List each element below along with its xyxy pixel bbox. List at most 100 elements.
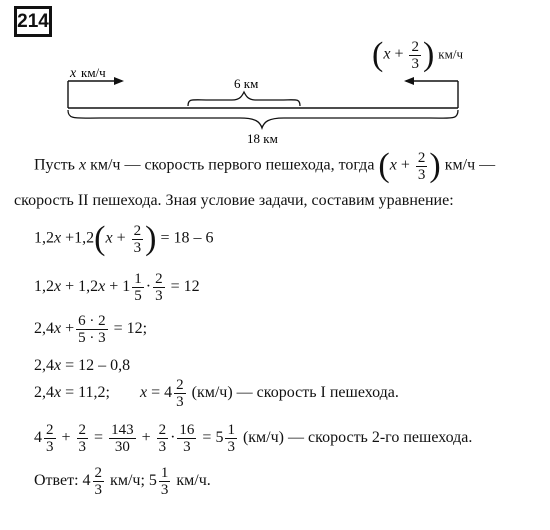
equals: =: [94, 429, 104, 447]
numerator: 2: [156, 422, 169, 439]
denominator: 3: [78, 439, 87, 455]
plus: +: [116, 229, 126, 247]
numerator: 1: [132, 271, 144, 288]
numerator: 2: [415, 149, 428, 167]
dot: ·: [145, 278, 152, 296]
numerator: 6 · 2: [76, 313, 108, 330]
numerator: 2: [92, 465, 105, 482]
var: x: [389, 156, 397, 174]
num: 1,2: [34, 229, 54, 247]
num: 4: [34, 429, 42, 447]
paren-open: (: [372, 36, 384, 73]
rhs: = 18 – 6: [160, 229, 214, 247]
paren-close: ): [145, 220, 157, 257]
rhs: = 12: [170, 278, 200, 296]
unit: км/ч.: [176, 472, 211, 490]
numerator: 2: [44, 422, 56, 439]
denominator: 3: [158, 439, 167, 455]
total-label: 18 км: [247, 131, 278, 146]
unit: км/ч: [438, 46, 463, 62]
right-arrow: [404, 77, 459, 108]
var: x: [78, 156, 87, 174]
numerator: 2: [409, 38, 421, 56]
text-line-2: скорость II пешехода. Зная условие задач…: [14, 192, 454, 209]
denominator: 3: [417, 166, 426, 183]
denominator: 3: [94, 482, 103, 498]
text: км/ч —: [444, 156, 496, 174]
numerator: 2: [174, 377, 186, 394]
denominator: 30: [114, 439, 130, 455]
var: x: [98, 278, 106, 296]
text-line-1: Пусть x км/ч — скорость первого пешехода…: [34, 149, 495, 183]
num: 2,4: [34, 384, 54, 402]
num: 1,2: [34, 278, 54, 296]
total-brace: [67, 109, 459, 131]
num: + 1: [109, 278, 131, 296]
var: x: [105, 229, 113, 247]
tail-text: (км/ч) — скорость 2-го пешехода.: [242, 429, 473, 447]
paren-open: (: [94, 220, 106, 257]
numerator: 2: [153, 271, 165, 288]
var: x: [54, 278, 62, 296]
denominator: 3: [176, 394, 184, 410]
num: + 1,2: [65, 278, 99, 296]
num: +1,2: [65, 229, 95, 247]
equation-4: 2,4x = 12 – 0,8: [34, 357, 130, 375]
var: x: [54, 229, 62, 247]
numerator: 16: [177, 422, 197, 439]
distance-diagram: x км/ч 6 км 18 км: [67, 65, 459, 146]
plus: +: [394, 45, 404, 63]
rhs: = 11,2;: [65, 384, 110, 402]
var: x: [139, 384, 148, 402]
num: = 5: [202, 429, 224, 447]
gap-brace: [187, 90, 301, 107]
answer-label: Ответ:: [34, 472, 79, 490]
num: 2,4: [34, 357, 54, 374]
plus: +: [400, 156, 410, 174]
denominator: 3: [133, 239, 142, 256]
rhs: = 12 – 0,8: [65, 357, 131, 374]
var: x: [54, 357, 62, 374]
gap-label: 6 км: [234, 76, 258, 91]
paren-open: (: [378, 147, 390, 184]
denominator: 5 · 3: [78, 330, 106, 346]
left-speed-var: x: [69, 66, 77, 81]
text: Пусть: [34, 156, 75, 174]
paren-close: ): [422, 36, 435, 73]
denominator: 3: [227, 439, 235, 455]
var: x: [54, 384, 62, 402]
unit: км/ч;: [110, 472, 145, 490]
denominator: 5: [134, 288, 142, 304]
var: x: [54, 320, 62, 338]
denominator: 3: [411, 55, 419, 72]
var: x: [383, 45, 391, 63]
denominator: 3: [160, 482, 169, 498]
problem-number: 214: [14, 6, 52, 37]
numerator: 2: [76, 422, 89, 439]
num: 5: [148, 472, 157, 490]
left-arrow: [67, 77, 124, 108]
rhs: = 12;: [113, 320, 148, 338]
num: = 4: [151, 384, 173, 402]
num: 4: [82, 472, 91, 490]
plus: +: [141, 429, 151, 447]
numerator: 1: [225, 422, 237, 439]
plus: +: [65, 320, 75, 338]
left-speed-unit: км/ч: [81, 65, 106, 80]
